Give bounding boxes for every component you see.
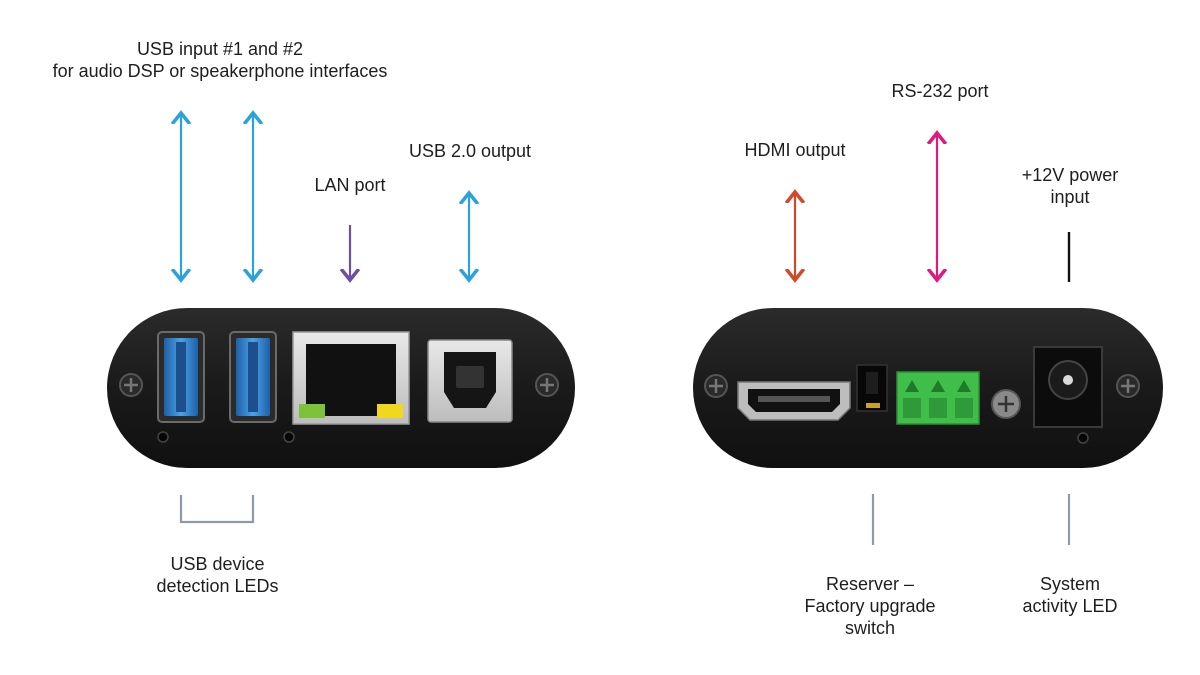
- usb-inputs-label: USB input #1 and #2 for audio DSP or spe…: [52, 39, 388, 81]
- usb-port-2: [229, 331, 277, 423]
- power-jack: [1033, 346, 1103, 428]
- right-panel-left-screw-icon: [704, 374, 728, 398]
- rs232-port-label: RS-232 port: [891, 81, 989, 101]
- left-screw-icon: [119, 373, 143, 397]
- left-panel: [107, 308, 575, 468]
- usb-output-label: USB 2.0 output: [408, 141, 532, 161]
- upgrade-switch-label: Reserver – Factory upgrade switch: [804, 574, 936, 638]
- usb-port-1: [157, 331, 205, 423]
- lan-activity-led: [377, 404, 403, 418]
- right-panel: [693, 308, 1163, 468]
- usb-led-1: [157, 431, 169, 443]
- lan-port-label: LAN port: [314, 175, 386, 195]
- right-screw-icon: [535, 373, 559, 397]
- right-panel-right-screw-icon: [1116, 374, 1140, 398]
- usb-leds-bracket: [179, 495, 255, 524]
- activity-led-label: System activity LED: [1022, 574, 1118, 616]
- system-activity-led: [1077, 432, 1089, 444]
- factory-upgrade-switch: [856, 364, 888, 412]
- lan-port: [292, 331, 410, 425]
- usb-led-2: [283, 431, 295, 443]
- lan-link-led: [299, 404, 325, 418]
- hdmi-port: [737, 381, 851, 421]
- hdmi-output-label: HDMI output: [744, 140, 846, 160]
- ground-screw-icon: [991, 389, 1021, 419]
- power-input-label: +12V power input: [1021, 165, 1119, 207]
- usb-b-port: [427, 339, 513, 423]
- usb-leds-label: USB device detection LEDs: [156, 554, 279, 596]
- rs232-terminal-block: [896, 371, 980, 425]
